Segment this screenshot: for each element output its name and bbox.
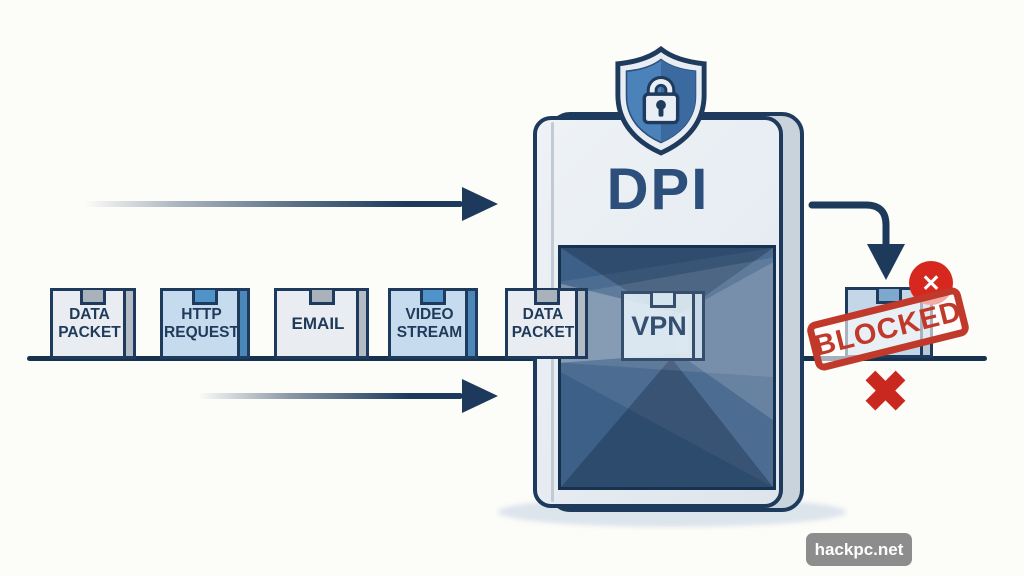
- packet-strip: [575, 291, 585, 356]
- packet-data-1: DATA PACKET: [50, 288, 136, 359]
- watermark: hackpc.net: [806, 533, 912, 566]
- flow-arrow-top-head: [462, 187, 498, 221]
- vpn-packet-label: VPN: [631, 310, 687, 341]
- dpi-label: DPI: [606, 157, 710, 222]
- packet-email: EMAIL: [274, 288, 369, 359]
- packet-tab: [533, 290, 560, 305]
- packet-video-stream: VIDEO STREAM: [388, 288, 478, 359]
- packet-label: DATA PACKET: [511, 306, 575, 341]
- flow-arrow-top-line: [85, 201, 463, 207]
- scanner-window: VPN: [558, 245, 776, 490]
- vpn-packet-tab: [650, 293, 676, 308]
- packet-data-2: DATA PACKET: [505, 288, 588, 359]
- packet-label: EMAIL: [291, 313, 345, 333]
- shield-lock-icon: [615, 46, 707, 156]
- packet-label: VIDEO STREAM: [396, 306, 463, 341]
- packet-tab: [80, 290, 106, 305]
- packet-strip: [237, 291, 247, 356]
- packet-http-request: HTTP REQUEST: [160, 288, 250, 359]
- flow-arrow-bottom-line: [198, 393, 463, 399]
- packet-tab: [192, 290, 218, 305]
- flow-arrow-bottom-head: [462, 379, 498, 413]
- packet-tab: [308, 290, 335, 305]
- packet-label: DATA PACKET: [58, 306, 121, 341]
- packet-strip: [465, 291, 475, 356]
- packet-label: HTTP REQUEST: [164, 306, 239, 341]
- packet-tab: [420, 290, 446, 305]
- packet-strip: [356, 291, 366, 356]
- packet-strip: [123, 291, 133, 356]
- blocked-route-arrow: [808, 201, 905, 280]
- vpn-packet-strip: [692, 294, 702, 358]
- vpn-packet: VPN: [621, 291, 705, 361]
- red-x-icon: ✖: [862, 360, 909, 423]
